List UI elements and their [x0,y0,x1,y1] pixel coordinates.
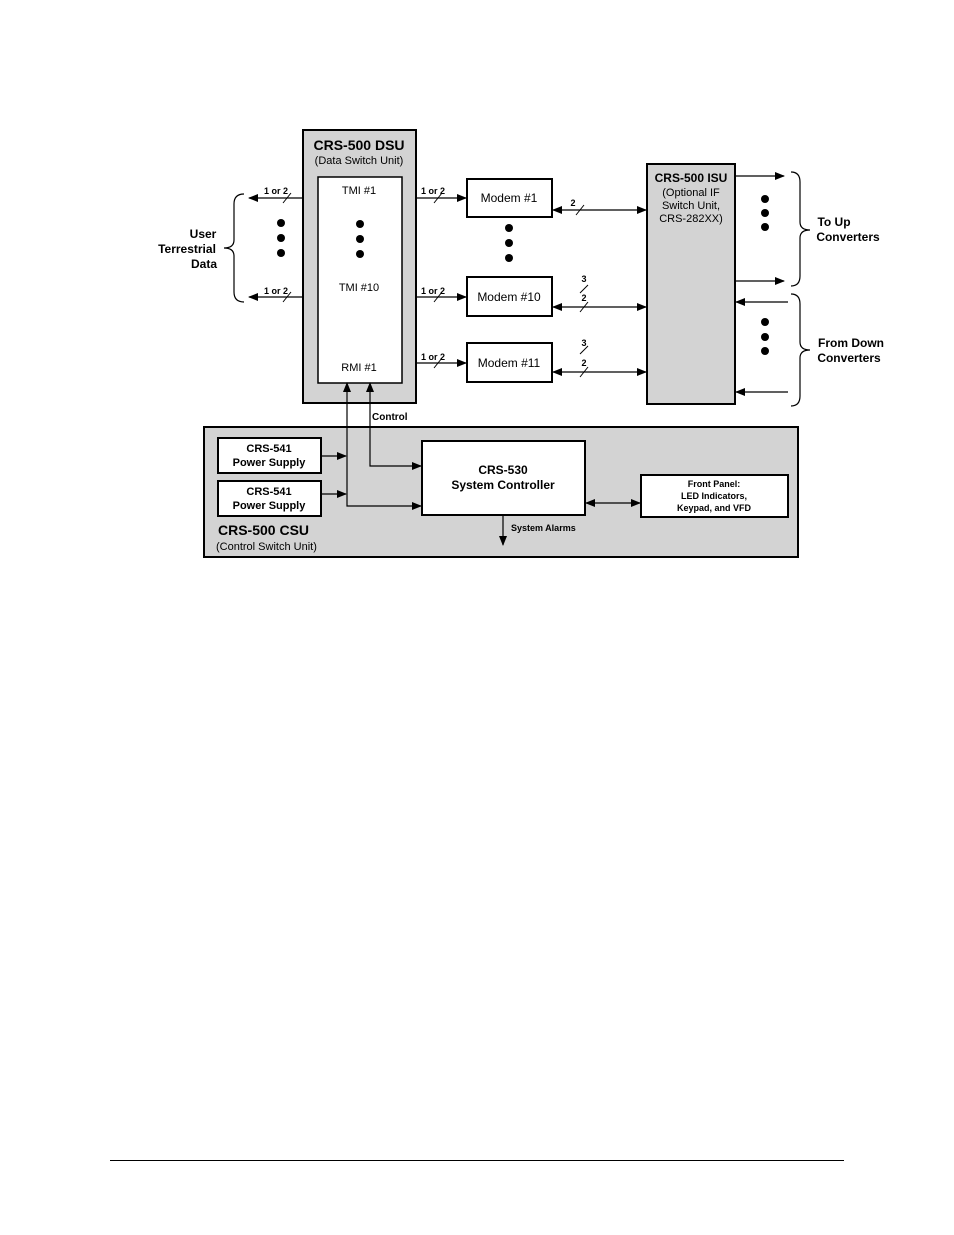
dsu-subtitle: (Data Switch Unit) [315,155,404,167]
tmi-ellipsis-dot-1 [356,220,364,228]
modem-ellipsis-dot-3 [505,254,513,262]
to-up-dot-3 [761,223,769,231]
dsu-to-modem-11-slash [433,357,443,369]
control-label: Control [372,412,408,423]
user-data-arrow-bottom-slash [282,291,292,303]
dsu-interface-panel [317,176,403,384]
front-panel-line-1: Front Panel: [688,479,741,489]
csu-title: CRS-500 CSU [218,522,309,538]
isu-line-3: CRS-282XX) [659,213,723,225]
system-controller-label: System Controller [451,478,555,492]
modem-10-box [466,276,553,317]
user-data-label-2: Terrestrial [158,242,216,256]
user-data-dot-2 [277,234,285,242]
power-supply-1-box [217,437,322,474]
dsu-to-modem-10-slash [433,291,443,303]
front-panel-line-2: LED Indicators, [681,491,747,501]
modem-11-isu-slash-2 [579,366,589,378]
from-down-dot-1 [761,318,769,326]
modem-10-isu-slash-2 [579,301,589,313]
system-alarms-label: System Alarms [511,523,576,533]
from-down-brace [790,293,811,407]
tmi-ellipsis-dot-3 [356,250,364,258]
to-up-label-1: To Up [817,215,850,229]
modem-1-box [466,178,553,218]
dsu-to-modem-1-label: 1 or 2 [421,186,445,196]
csu-subtitle: (Control Switch Unit) [216,541,317,553]
rmi-1-label: RMI #1 [341,362,376,374]
tmi-1-label: TMI #1 [342,185,376,197]
user-data-label-1: User [190,227,217,241]
modem-11-isu-label-3: 3 [581,338,586,348]
footer-rule [110,1160,844,1161]
modem-1-isu-slash [575,204,585,216]
from-down-label-2: Converters [817,351,881,365]
modem-11-isu-label-2: 2 [581,358,586,368]
modem-11-label: Modem #11 [478,356,541,370]
from-down-label-1: From Down [818,336,884,350]
power-supply-1-model: CRS-541 [246,443,291,455]
control-line-dsu-to-controller [343,382,422,510]
front-panel-box [640,474,789,518]
power-supply-2-model: CRS-541 [246,486,291,498]
modem-ellipsis-dot-1 [505,224,513,232]
user-data-arrow-top-slash [282,192,292,204]
dsu-to-modem-1-slash [433,192,443,204]
isu-box [646,163,736,405]
power-supply-2-box [217,480,322,517]
user-data-dot-3 [277,249,285,257]
modem-1-isu-label: 2 [570,198,575,208]
system-controller-model: CRS-530 [478,463,528,477]
user-data-dot-1 [277,219,285,227]
isu-title: CRS-500 ISU [655,171,728,185]
tmi-10-label: TMI #10 [339,282,379,294]
dsu-title: CRS-500 DSU [313,137,404,153]
from-down-dot-2 [761,333,769,341]
power-supply-2-label: Power Supply [233,500,307,512]
user-data-arrow-bottom-label: 1 or 2 [264,286,288,296]
from-down-dot-3 [761,347,769,355]
modem-1-label: Modem #1 [481,191,538,205]
to-up-brace [790,171,811,287]
isu-line-2: Switch Unit, [662,200,720,212]
tmi-ellipsis-dot-2 [356,235,364,243]
system-controller-box [421,440,586,516]
to-up-dot-1 [761,195,769,203]
modem-10-label: Modem #10 [477,290,541,304]
power-supply-1-label: Power Supply [233,457,307,469]
modem-11-isu-slash-3 [579,345,589,355]
front-panel-line-3: Keypad, and VFD [677,503,752,513]
dsu-to-modem-11-label: 1 or 2 [421,352,445,362]
isu-line-1: (Optional IF [662,187,720,199]
user-data-brace [223,193,245,303]
to-up-label-2: Converters [816,230,880,244]
modem-10-isu-slash-3 [579,284,589,294]
modem-10-isu-label-2: 2 [581,293,586,303]
user-data-label-3: Data [191,257,217,271]
user-data-arrow-top-label: 1 or 2 [264,186,288,196]
modem-ellipsis-dot-2 [505,239,513,247]
dsu-to-modem-10-label: 1 or 2 [421,286,445,296]
modem-10-isu-label-3: 3 [581,274,586,284]
to-up-dot-2 [761,209,769,217]
modem-11-box [466,342,553,383]
